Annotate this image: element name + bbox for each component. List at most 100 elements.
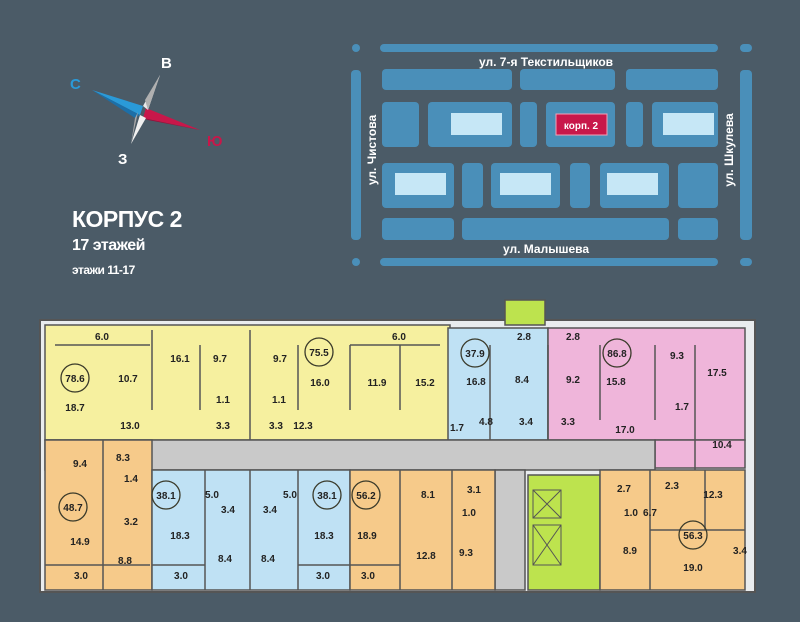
room-area-label: 12.3: [293, 421, 313, 432]
apartment-86-8: [547, 327, 746, 441]
room-area-label: 9.7: [273, 354, 287, 365]
balcony-green: [504, 299, 546, 326]
street-bottom-label: ул. Малышева: [503, 242, 589, 256]
apartment-total-area: 56.2: [356, 491, 376, 502]
corridor-vertical: [494, 469, 526, 591]
room-area-label: 4.8: [479, 417, 493, 428]
room-area-label: 1.1: [272, 395, 286, 406]
city-block: [351, 70, 361, 240]
room-area-label: 3.0: [174, 571, 188, 582]
apartment-total-area: 48.7: [63, 503, 83, 514]
room-area-label: 10.7: [118, 374, 138, 385]
compass-rose-icon: [92, 75, 200, 144]
city-block: [520, 102, 537, 147]
elevator-icon: [532, 524, 562, 566]
apartments-38-1: [151, 469, 351, 591]
room-area-label: 18.3: [170, 531, 190, 542]
room-area-label: 2.3: [665, 481, 679, 492]
room-area-label: 8.1: [421, 490, 435, 501]
city-block: [520, 69, 615, 90]
room-area-label: 9.4: [73, 459, 87, 470]
apartment-78-6-75-5: [44, 324, 451, 441]
apartment-area-circle: [460, 338, 490, 368]
room-area-label: 3.0: [74, 571, 88, 582]
room-area-label: 15.2: [415, 378, 435, 389]
city-block: [352, 258, 360, 266]
room-area-label: 11.9: [368, 378, 387, 389]
apartment-area-circle: [312, 480, 342, 510]
city-block: [678, 218, 718, 240]
room-area-label: 3.3: [269, 421, 283, 432]
room-area-label: 9.3: [670, 351, 684, 362]
building-title: КОРПУС 2: [72, 206, 182, 232]
room-area-label: 13.0: [120, 421, 140, 432]
compass-south-label: Ю: [207, 133, 222, 150]
building: [451, 113, 502, 135]
room-area-label: 3.4: [221, 505, 235, 516]
room-area-label: 3.1: [467, 485, 481, 496]
room-area-label: 2.8: [517, 332, 531, 343]
room-area-label: 12.8: [416, 551, 436, 562]
building: [607, 173, 658, 195]
city-block: [380, 44, 718, 52]
floors-total: 17 этажей: [72, 237, 145, 254]
highlight-building[interactable]: [555, 113, 608, 136]
room-area-label: 8.3: [116, 453, 130, 464]
room-area-label: 10.4: [712, 440, 732, 451]
apartment-total-area: 38.1: [317, 491, 337, 502]
apartment-total-area: 38.1: [156, 491, 176, 502]
city-block: [740, 258, 752, 266]
room-area-label: 18.9: [357, 531, 377, 542]
room-area-label: 3.4: [263, 505, 277, 516]
compass-north-label: С: [70, 76, 81, 93]
street-top-label: ул. 7-я Текстильщиков: [479, 55, 613, 69]
city-block: [626, 69, 718, 90]
room-area-label: 17.5: [707, 368, 727, 379]
city-block: [462, 163, 483, 208]
room-area-label: 8.8: [118, 556, 132, 567]
elevator-icon: [532, 489, 562, 519]
room-area-label: 9.3: [459, 548, 473, 559]
apartment-area-circle: [351, 480, 381, 510]
room-area-label: 1.1: [216, 395, 230, 406]
apartment-total-area: 75.5: [309, 348, 329, 359]
room-area-label: 16.8: [466, 377, 486, 388]
city-block: [462, 218, 669, 240]
city-block: [678, 163, 718, 208]
city-block: [382, 102, 419, 147]
apartment-total-area: 86.8: [607, 349, 627, 360]
room-area-label: 15.8: [606, 377, 626, 388]
room-area-label: 16.1: [170, 354, 190, 365]
apartment-total-area: 56.3: [683, 531, 703, 542]
compass-east-label: В: [161, 55, 172, 72]
room-area-label: 3.4: [733, 546, 747, 557]
room-area-label: 17.0: [615, 425, 635, 436]
apartment-total-area: 37.9: [465, 349, 485, 360]
room-area-label: 9.7: [213, 354, 227, 365]
room-area-label: 3.2: [124, 517, 138, 528]
room-area-label: 1.7: [675, 402, 689, 413]
room-area-label: 8.4: [261, 554, 275, 565]
compass-west-label: З: [118, 151, 127, 168]
stairwell: [527, 474, 601, 591]
room-area-label: 8.9: [623, 546, 637, 557]
room-area-label: 14.9: [70, 537, 90, 548]
city-block: [380, 258, 718, 266]
room-area-label: 6.0: [392, 332, 406, 343]
highlight-building-label: корп. 2: [564, 121, 599, 132]
room-area-label: 6.0: [95, 332, 109, 343]
room-area-label: 6.7: [643, 508, 657, 519]
room-area-label: 5.0: [283, 490, 297, 501]
room-area-label: 1.7: [450, 423, 464, 434]
apartment-area-circle: [304, 337, 334, 367]
room-area-label: 8.4: [218, 554, 232, 565]
floors-range: этажи 11-17: [72, 263, 135, 277]
street-left-label: ул. Чистова: [365, 115, 379, 186]
room-area-label: 3.0: [361, 571, 375, 582]
room-area-label: 12.3: [703, 490, 723, 501]
building: [663, 113, 714, 135]
floor-plan: [39, 299, 756, 593]
room-area-label: 1.4: [124, 474, 138, 485]
apartment-area-circle: [60, 363, 90, 393]
